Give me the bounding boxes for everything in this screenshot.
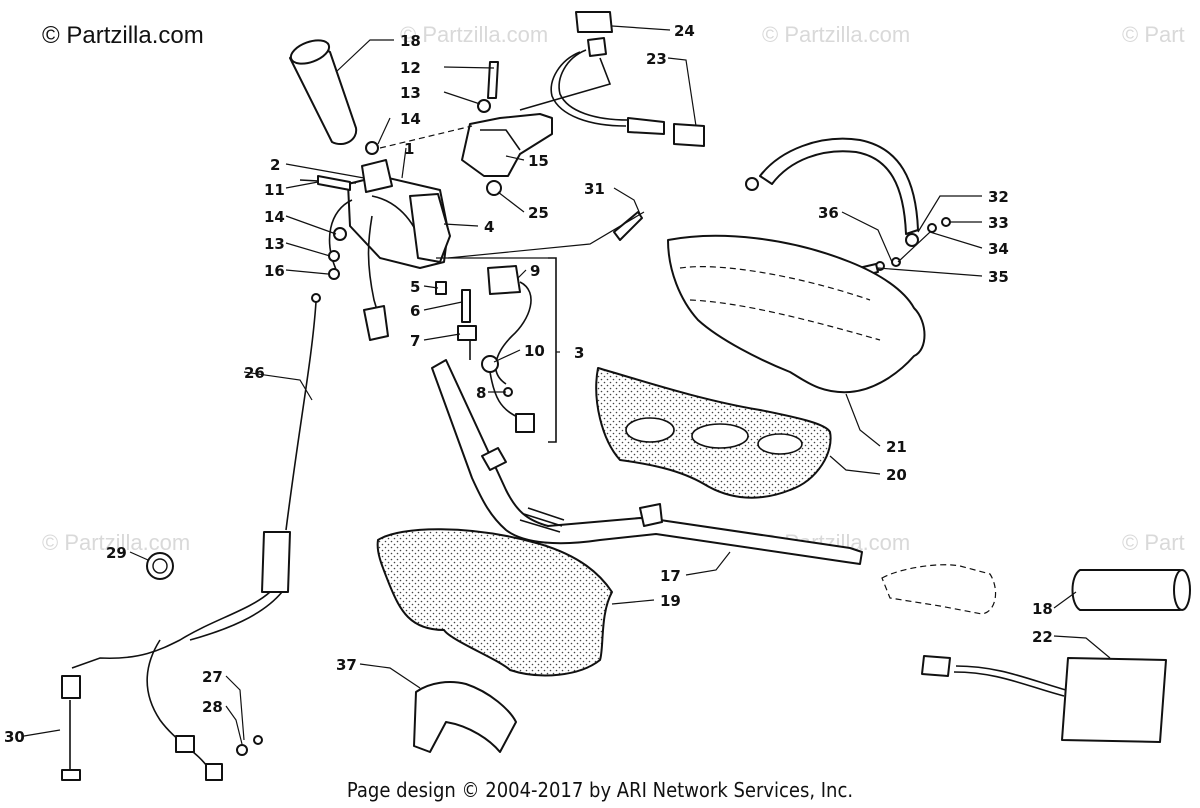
grip-left bbox=[289, 39, 358, 146]
throttle-cable bbox=[61, 293, 321, 781]
heater-22 bbox=[921, 655, 1167, 743]
callout-labels: 18 12 13 14 1 2 11 14 13 16 15 25 4 31 2… bbox=[4, 22, 1053, 746]
callout-17: 17 bbox=[660, 567, 681, 585]
grip-right bbox=[881, 564, 1191, 615]
callout-13: 13 bbox=[264, 235, 285, 253]
callout-2: 2 bbox=[270, 156, 280, 174]
callout-31: 31 bbox=[584, 180, 605, 198]
partzilla-watermark: © Partzilla.com bbox=[42, 22, 204, 49]
watermark-faint: © Partzilla.com bbox=[762, 22, 911, 47]
callout-18: 18 bbox=[400, 32, 421, 50]
brake-bracket bbox=[379, 113, 553, 177]
watermark-faint: © Part bbox=[1122, 530, 1185, 555]
callout-30: 30 bbox=[4, 728, 25, 746]
callout-21: 21 bbox=[886, 438, 907, 456]
cover-21 bbox=[667, 234, 926, 394]
callout-33: 33 bbox=[988, 214, 1009, 232]
callout-13: 13 bbox=[400, 84, 421, 102]
callout-34: 34 bbox=[988, 240, 1009, 258]
callout-24: 24 bbox=[674, 22, 695, 40]
callout-4: 4 bbox=[484, 218, 494, 236]
callout-16: 16 bbox=[264, 262, 285, 280]
handlebar bbox=[431, 359, 863, 565]
callout-20: 20 bbox=[886, 466, 907, 484]
callout-14: 14 bbox=[264, 208, 285, 226]
pad-19 bbox=[376, 528, 613, 677]
leader-lines bbox=[23, 25, 1111, 745]
strap-37 bbox=[413, 681, 517, 753]
callout-19: 19 bbox=[660, 592, 681, 610]
callout-29: 29 bbox=[106, 544, 127, 562]
footer-copyright: Page design © 2004-2017 by ARI Network S… bbox=[346, 778, 854, 802]
callout-27: 27 bbox=[202, 668, 223, 686]
callout-32: 32 bbox=[988, 188, 1009, 206]
callout-5: 5 bbox=[410, 278, 420, 296]
callout-22: 22 bbox=[1032, 628, 1053, 646]
callout-10: 10 bbox=[524, 342, 545, 360]
callout-14: 14 bbox=[400, 110, 421, 128]
callout-36: 36 bbox=[818, 204, 839, 222]
callout-9: 9 bbox=[530, 262, 540, 280]
callout-18: 18 bbox=[1032, 600, 1053, 618]
callout-6: 6 bbox=[410, 302, 420, 320]
callout-12: 12 bbox=[400, 59, 421, 77]
watermark-faint: © Part bbox=[1122, 22, 1185, 47]
callout-23: 23 bbox=[646, 50, 667, 68]
callout-37: 37 bbox=[336, 656, 357, 674]
callout-3: 3 bbox=[574, 344, 584, 362]
watermark-faint: © Partzilla.com bbox=[42, 530, 191, 555]
callout-26: 26 bbox=[244, 364, 265, 382]
callout-1: 1 bbox=[404, 140, 414, 158]
switch-assembly bbox=[435, 257, 557, 443]
callout-7: 7 bbox=[410, 332, 420, 350]
callout-35: 35 bbox=[988, 268, 1009, 286]
callout-15: 15 bbox=[528, 152, 549, 170]
callout-28: 28 bbox=[202, 698, 223, 716]
watermark-faint: © Partzilla.com bbox=[400, 22, 549, 47]
harness-23 bbox=[519, 11, 705, 147]
hardware bbox=[146, 61, 643, 756]
callout-8: 8 bbox=[476, 384, 486, 402]
throttle-housing bbox=[299, 159, 451, 341]
callout-25: 25 bbox=[528, 204, 549, 222]
callout-11: 11 bbox=[264, 181, 285, 199]
